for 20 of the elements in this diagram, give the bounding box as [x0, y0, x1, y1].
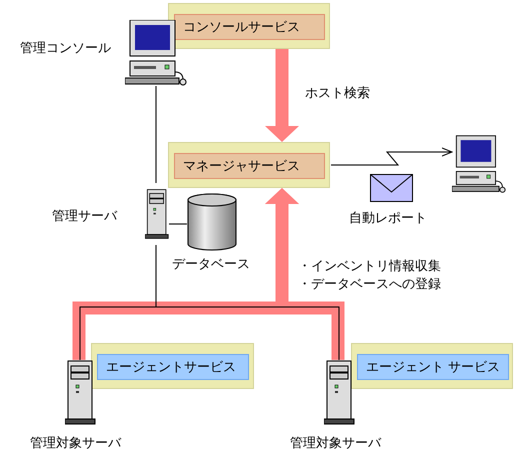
network-line — [156, 244, 340, 360]
service-box: マネージャサービス — [174, 153, 325, 179]
device-label: 管理対象サーバ — [290, 435, 381, 453]
device-label: 管理対象サーバ — [30, 435, 121, 453]
service-box: エージェントサービス — [97, 354, 249, 380]
service-frame — [168, 3, 330, 49]
edge-label: ホスト検索 — [305, 85, 370, 103]
edge-label: 自動レポート — [349, 210, 427, 228]
device-label: データベース — [172, 256, 250, 274]
device-label: 管理サーバ — [52, 208, 117, 226]
thick-arrow — [265, 188, 344, 360]
device-label: 管理コンソール — [20, 40, 111, 58]
service-box: コンソールサービス — [174, 14, 325, 40]
service-frame — [168, 142, 330, 188]
service-frame — [351, 343, 513, 389]
service-box: エージェント サービス — [357, 354, 509, 380]
thick-arrow — [265, 49, 299, 142]
edge-label: ・インベントリ情報収集・データベースへの登録 — [298, 258, 442, 294]
arrow — [330, 148, 452, 166]
service-frame — [91, 343, 254, 389]
